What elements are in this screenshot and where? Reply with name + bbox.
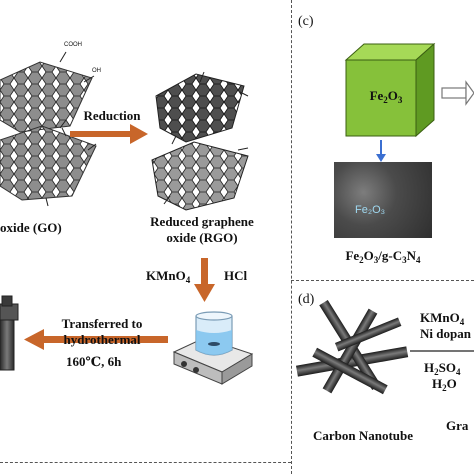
cooh-label: COOH: [64, 42, 82, 48]
rgo-label-line2: oxide (RGO): [166, 230, 238, 245]
reduction-arrow: [70, 124, 148, 144]
reagent-ni-dopant: Ni dopan: [420, 326, 471, 341]
panel-c-label: (c): [298, 14, 314, 29]
panel-divider-bottom: [0, 462, 291, 463]
rgo-sheet-top: [155, 73, 245, 143]
carbon-nanotubes: [295, 299, 409, 395]
rgo-label-line1: Reduced graphene: [150, 214, 254, 229]
fe2o3-cube: [344, 42, 436, 138]
rgo-sheet-bottom: [151, 141, 249, 211]
sem-image-label: Fe₂O₃: [355, 204, 386, 216]
cube-text: Fe2O3: [369, 88, 403, 105]
conditions-label: 160℃, 6h: [66, 354, 122, 369]
panel-divider-horizontal: [291, 280, 474, 281]
transfer-arrow: [24, 329, 168, 350]
go-label: oxide (GO): [0, 220, 62, 235]
reagent-arrow-down: [194, 258, 215, 302]
reagent-kmno4-d: KMnO4: [420, 310, 465, 327]
blue-arrow-down: [376, 140, 386, 162]
transfer-label-line2: hydrothermal: [63, 332, 141, 347]
transfer-label-line1: Transferred to: [61, 316, 143, 331]
beaker: [195, 311, 233, 356]
rgo-functional-groups: [163, 71, 249, 205]
go-functional-groups: [45, 51, 97, 207]
go-sheet-bottom: [0, 125, 97, 201]
reagent-h2so4: H2SO4: [424, 360, 461, 377]
product-fe2o3-gc3n4: Fe2O3/g-C3N4: [345, 248, 421, 265]
go-sheet-top: [0, 61, 93, 133]
reagent-hcl: HCl: [224, 268, 248, 283]
product-partial-label: Gra: [446, 418, 469, 433]
outline-arrow-right: [441, 80, 474, 106]
panel-divider-vertical: [291, 0, 292, 474]
sem-image: [334, 162, 432, 238]
oh-label: OH: [92, 68, 101, 74]
panel-d-label: (d): [298, 292, 315, 307]
reduction-label: Reduction: [83, 108, 141, 123]
autoclave: [0, 295, 19, 371]
reagent-h2o: H2O: [432, 376, 457, 393]
reagent-kmno4: KMnO4: [146, 268, 191, 285]
carbon-nanotube-label: Carbon Nanotube: [312, 428, 414, 443]
